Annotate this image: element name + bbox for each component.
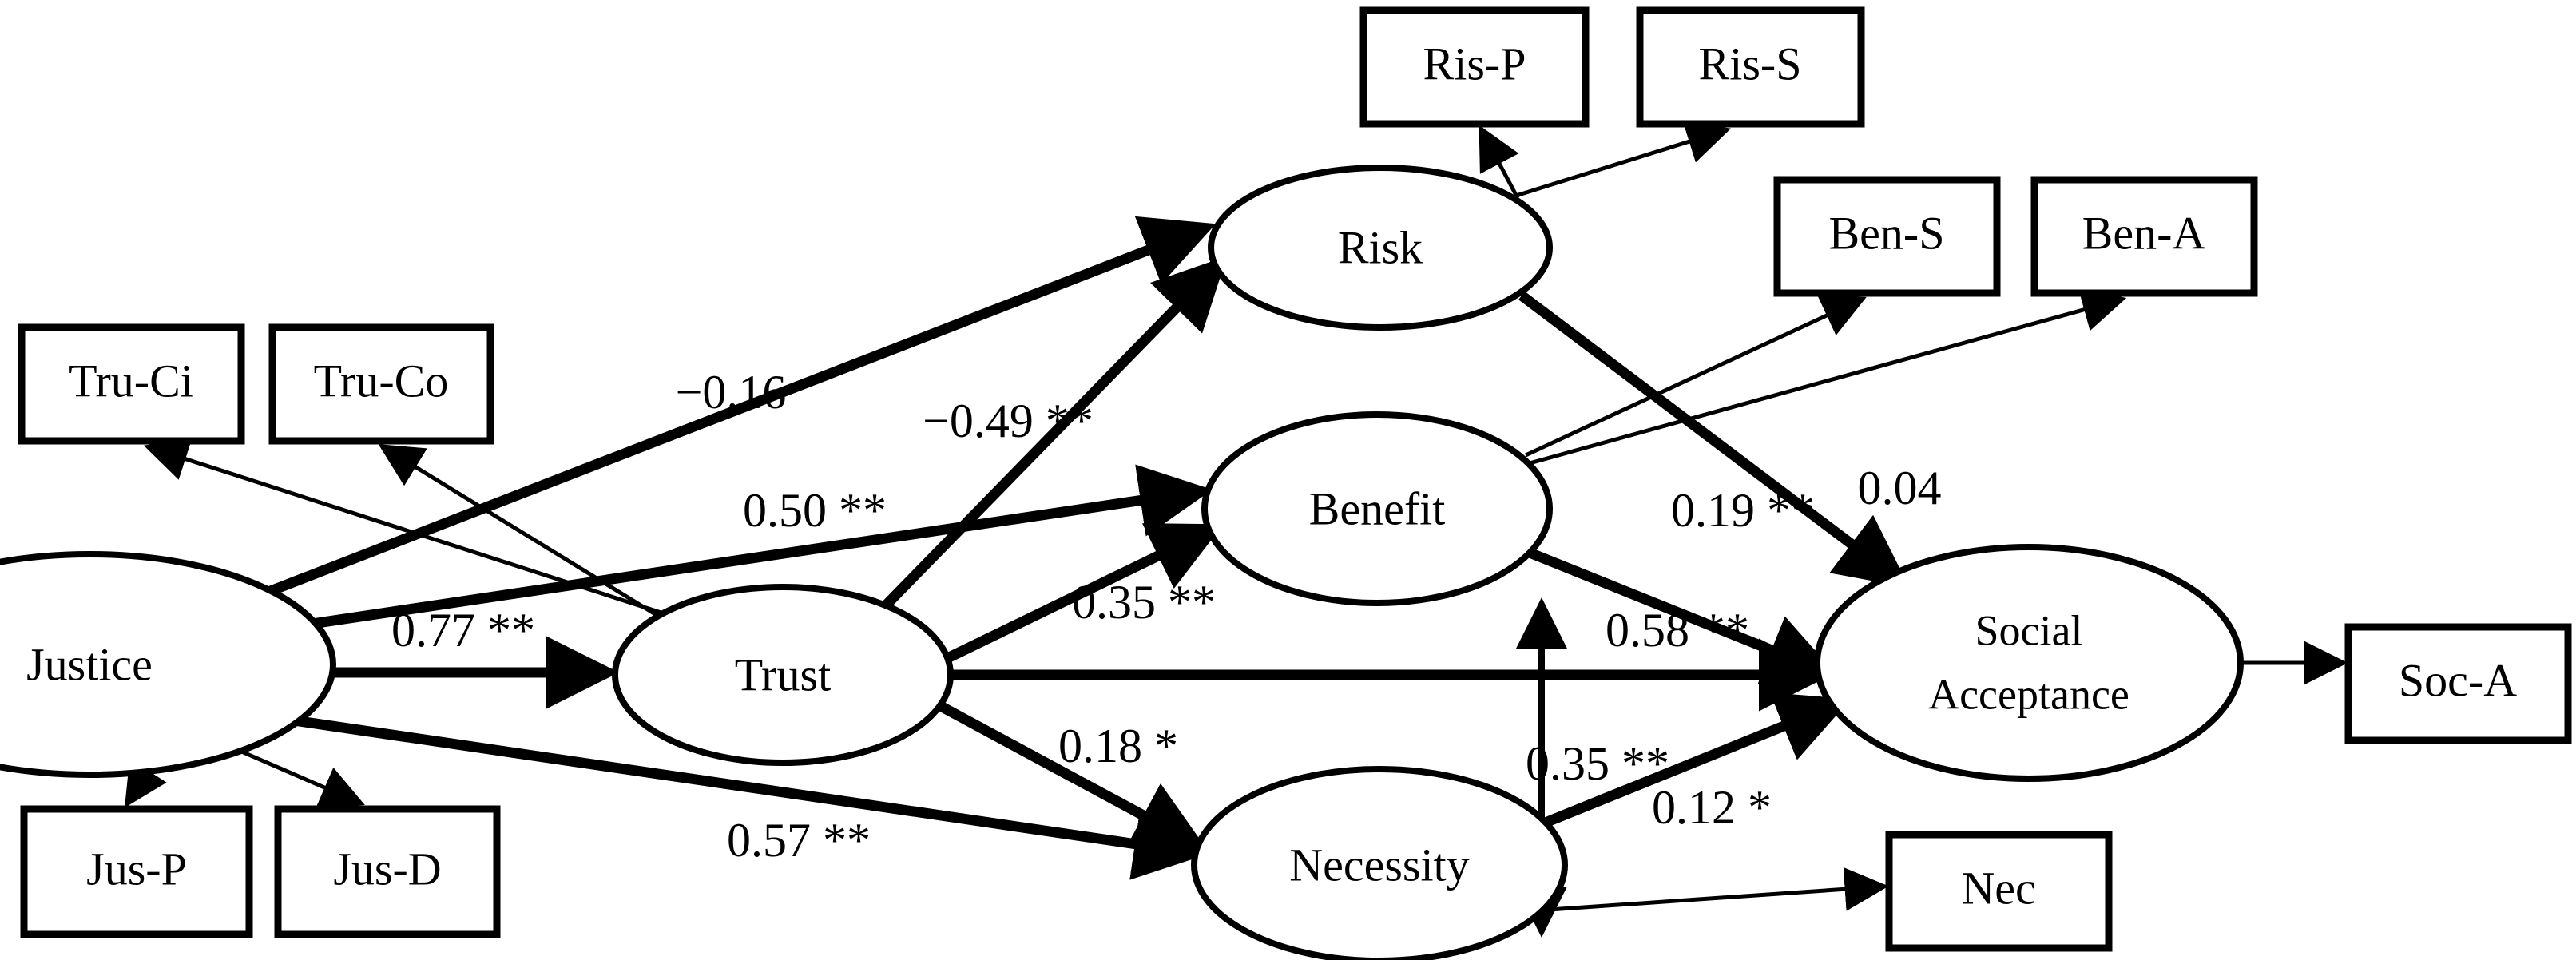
observed-jus-p-label: Jus-P [86,843,187,895]
latent-risk-label: Risk [1338,221,1423,273]
observed-nec-label: Nec [1961,862,2035,914]
coef-justice-benefit: 0.50 ** [743,484,887,537]
coef-trust-necessity: 0.18 * [1058,720,1178,772]
observed-jus-p-rect[interactable] [20,805,253,938]
coef-risk-social: 0.04 [1858,462,1942,514]
coef-trust-benefit: 0.35 ** [1072,576,1216,629]
observed-tru-ci[interactable]: Tru-Ci [18,323,245,445]
observed-ben-s-label: Ben-S [1829,207,1945,259]
latent-necessity[interactable]: Necessity [1191,766,1568,960]
path-benefit-to-ben-s [1524,296,1867,458]
latent-benefit-label: Benefit [1309,482,1446,534]
path-justice-to-benefit [247,464,1213,639]
path-justice-to-jus-d [239,748,365,808]
observed-ben-a-label: Ben-A [2082,207,2206,259]
observed-ben-s-rect[interactable] [1773,176,2001,297]
latent-risk-ellipse[interactable] [1208,165,1553,331]
latent-social-acceptance-label-line2: Acceptance [1928,670,2129,718]
latent-necessity-ellipse[interactable] [1191,766,1568,960]
latent-risk[interactable]: Risk [1208,165,1553,331]
observed-ris-p[interactable]: Ris-P [1359,6,1590,128]
latent-social-acceptance-ellipse[interactable] [1814,544,2244,782]
coef-trust-risk: −0.49 ** [923,395,1094,447]
latent-trust[interactable]: Trust [612,584,954,766]
latent-benefit-ellipse[interactable] [1201,411,1553,606]
latent-variables: Justice Trust Risk Benefit Necessity Soc… [0,165,2244,960]
path-risk-to-ris-p [1479,125,1520,200]
latent-necessity-label: Necessity [1289,839,1470,891]
coef-justice-necessity: 0.57 ** [727,814,871,867]
observed-variables: Tru-Ci Tru-Co Jus-P Jus-D Ris-P Ris-S Be… [18,6,2572,952]
coef-benefit-necessity-covariance: 0.35 ** [1526,737,1669,790]
observed-tru-ci-label: Tru-Ci [69,355,193,407]
observed-ben-s[interactable]: Ben-S [1773,176,2001,297]
observed-soc-a-label: Soc-A [2399,654,2517,706]
observed-tru-co-rect[interactable] [268,323,494,445]
observed-ben-a[interactable]: Ben-A [2030,176,2258,297]
coef-justice-trust: 0.77 ** [391,604,535,657]
observed-ben-a-rect[interactable] [2030,176,2258,297]
path-trust-to-benefit [939,523,1224,666]
path-necessity-to-social [1523,692,1852,836]
observed-tru-ci-rect[interactable] [18,323,245,445]
observed-tru-co-label: Tru-Co [314,355,449,407]
path-risk-to-ris-s [1515,120,1732,198]
observed-jus-d-label: Jus-D [333,843,441,895]
observed-ris-s-rect[interactable] [1636,6,1865,128]
observed-nec-rect[interactable] [1885,831,2113,952]
latent-benefit[interactable]: Benefit [1201,411,1553,606]
latent-justice-label: Justice [26,638,153,690]
path-benefit-to-ben-a [1529,288,2127,466]
coef-necessity-social: 0.12 * [1652,781,1772,834]
latent-justice[interactable]: Justice [0,551,336,778]
latent-justice-ellipse[interactable] [0,551,336,778]
latent-social-acceptance-label-line1: Social [1975,606,2083,654]
path-coefficients: −0.16 −0.49 ** 0.50 ** 0.77 ** 0.35 ** 0… [391,366,1942,867]
path-justice-to-risk [237,216,1217,609]
observed-tru-co[interactable]: Tru-Co [268,323,494,445]
observed-jus-d-rect[interactable] [274,805,501,938]
observed-ris-s[interactable]: Ris-S [1636,6,1865,128]
latent-trust-ellipse[interactable] [612,584,954,766]
path-trust-to-tru-co [378,444,669,624]
observed-ris-p-label: Ris-P [1423,38,1526,89]
coef-benefit-social: 0.19 ** [1671,484,1815,537]
path-necessity-to-nec [1537,867,1889,913]
latent-social-acceptance[interactable]: Social Acceptance [1814,544,2244,782]
latent-trust-label: Trust [735,649,831,700]
observed-jus-p[interactable]: Jus-P [20,805,253,938]
path-justice-to-necessity [255,709,1207,880]
observed-nec[interactable]: Nec [1885,831,2113,952]
observed-jus-d[interactable]: Jus-D [274,805,501,938]
path-risk-to-social [1518,291,1910,588]
coef-justice-risk: −0.16 [676,366,787,419]
observed-soc-a[interactable]: Soc-A [2344,623,2572,744]
path-trust-to-risk [879,256,1228,613]
observed-soc-a-rect[interactable] [2344,623,2572,744]
observed-ris-s-label: Ris-S [1699,38,1802,89]
observed-ris-p-rect[interactable] [1359,6,1590,128]
coef-trust-social: 0.58 ** [1606,604,1749,657]
